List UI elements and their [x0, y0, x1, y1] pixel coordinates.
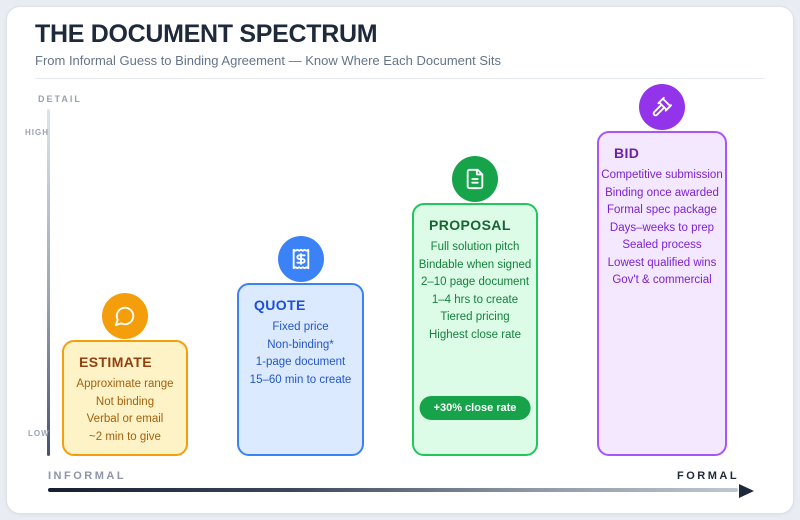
proposal-card-line: Bindable when signed: [418, 258, 532, 271]
x-axis-line: [48, 488, 738, 492]
quote-card-title: QUOTE: [254, 297, 306, 313]
estimate-card-line: ~2 min to give: [89, 430, 161, 443]
quote-card-line: 1-page document: [255, 356, 346, 368]
page-title: THE DOCUMENT SPECTRUM: [35, 20, 378, 48]
proposal-card-line: 1–4 hrs to create: [431, 293, 519, 306]
x-axis-informal-label: INFORMAL: [48, 470, 127, 482]
y-axis-label: DETAIL: [38, 94, 82, 104]
bid-card-line: Binding once awarded: [605, 186, 719, 199]
proposal-card-title: PROPOSAL: [429, 217, 511, 233]
receipt-icon: [277, 236, 324, 282]
bid-card-line: Sealed process: [622, 239, 702, 251]
proposal-card: PROPOSAL Full solution pitch Bindable wh…: [412, 156, 538, 456]
bid-card-line: Formal spec package: [607, 204, 717, 216]
quote-card-line: Non-binding*: [267, 338, 334, 351]
estimate-card-title: ESTIMATE: [79, 354, 152, 370]
chat-bubble-icon: [102, 293, 148, 339]
page-subtitle: From Informal Guess to Binding Agreement…: [35, 53, 502, 68]
proposal-card-line: 2–10 page document: [420, 276, 530, 288]
bid-card-line: Competitive submission: [601, 169, 723, 181]
estimate-card-line: Not binding: [95, 395, 155, 408]
estimate-card-line: Verbal or email: [86, 413, 164, 425]
close-rate-badge: +30% close rate: [419, 396, 531, 420]
x-axis-formal-label: FORMAL: [677, 470, 740, 482]
y-axis-line: [47, 109, 50, 456]
quote-card: QUOTE Fixed price Non-binding* 1-page do…: [237, 236, 364, 456]
proposal-card-line: Tiered pricing: [440, 311, 510, 323]
proposal-card-line: Full solution pitch: [430, 241, 520, 253]
document-icon: [452, 156, 498, 202]
gavel-icon: [639, 84, 685, 130]
quote-card-line: 15–60 min to create: [249, 373, 352, 386]
y-axis-high-tick: HIGH: [25, 128, 49, 137]
bid-card-line: Gov't & commercial: [612, 274, 712, 286]
quote-card-line: Fixed price: [272, 321, 329, 333]
bid-card: BID Competitive submission Binding once …: [597, 84, 727, 456]
proposal-card-line: Highest close rate: [428, 328, 522, 341]
bid-card-line: Lowest qualified wins: [607, 256, 717, 269]
y-axis-low-tick: LOW: [28, 429, 50, 438]
estimate-card-line: Approximate range: [76, 378, 174, 390]
bid-card-line: Days–weeks to prep: [609, 221, 715, 234]
arrowhead-icon: [739, 484, 754, 498]
estimate-card: ESTIMATE Approximate range Not binding V…: [62, 293, 188, 456]
bid-card-title: BID: [614, 145, 640, 161]
header-divider: [35, 78, 765, 79]
